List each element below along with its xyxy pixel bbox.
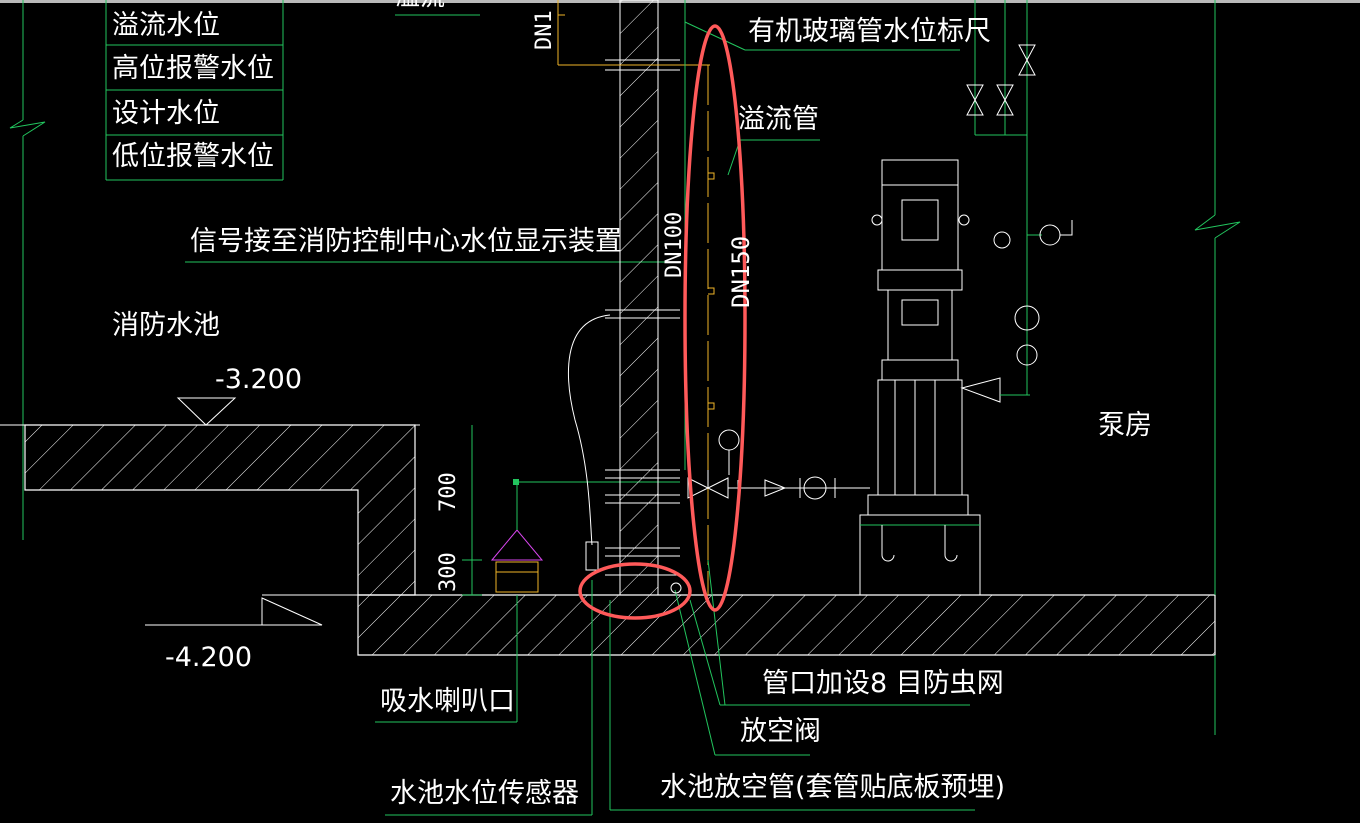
signal-note: 信号接至消防控制中心水位显示装置 — [190, 226, 622, 257]
level-marker-bottom — [145, 594, 358, 626]
glass-gauge-label: 有机玻璃管水位标尺 — [748, 16, 991, 47]
suction-bell-label: 吸水喇叭口 — [380, 686, 515, 717]
pump-assembly — [867, 159, 1001, 516]
pool-slab — [24, 424, 416, 596]
overflow-pipe-label: 溢流管 — [738, 104, 819, 135]
top-partial-label: 溢流 — [395, 0, 445, 9]
level-bottom-label: -4.200 — [165, 642, 253, 673]
drain-pipe-label: 水池放空管(套管贴底板预埋) — [660, 772, 1006, 803]
legend-item-high-alarm: 高位报警水位 — [112, 53, 274, 84]
riser-valves — [966, 44, 1073, 366]
bottom-leaders — [375, 559, 975, 816]
top-dn-label: DN1 — [532, 10, 557, 50]
dimension-line — [462, 425, 482, 596]
viewport-top-edge — [0, 0, 1360, 3]
dn150-label: DN150 — [727, 235, 755, 308]
legend-item-overflow: 溢流水位 — [112, 10, 220, 41]
dim-700-label: 700 — [436, 472, 461, 512]
level-top-label: -3.200 — [215, 364, 303, 395]
pool-wall — [619, 0, 659, 596]
water-level-legend — [105, 0, 284, 181]
dim-300-label: 300 — [436, 552, 461, 592]
highlight-ellipse-pipe[interactable] — [683, 24, 747, 612]
pipe-markers — [708, 172, 715, 410]
level-sensor-label: 水池水位传感器 — [390, 778, 579, 809]
insect-screen-label: 管口加设8 目防虫网 — [762, 668, 1004, 699]
left-wall-line — [9, 0, 46, 540]
legend-item-design-level: 设计水位 — [112, 98, 220, 129]
suction-pipe — [728, 476, 870, 500]
right-wall-line — [1194, 0, 1241, 735]
wall-sleeves — [605, 59, 680, 576]
floor-slab — [357, 594, 1216, 656]
pump-room-label: 泵房 — [1098, 410, 1152, 441]
legend-item-low-alarm: 低位报警水位 — [112, 141, 274, 172]
level-marker-top — [0, 397, 420, 426]
pump-base — [859, 514, 981, 596]
gauge-leader — [684, 0, 960, 470]
sensor-cable — [568, 314, 611, 571]
pool-label: 消防水池 — [112, 310, 220, 341]
dn100-label: DN100 — [662, 211, 687, 278]
vent-valve-label: 放空阀 — [740, 716, 821, 747]
discharge-riser — [974, 0, 1042, 396]
highlight-ellipse-drain[interactable] — [578, 562, 692, 620]
